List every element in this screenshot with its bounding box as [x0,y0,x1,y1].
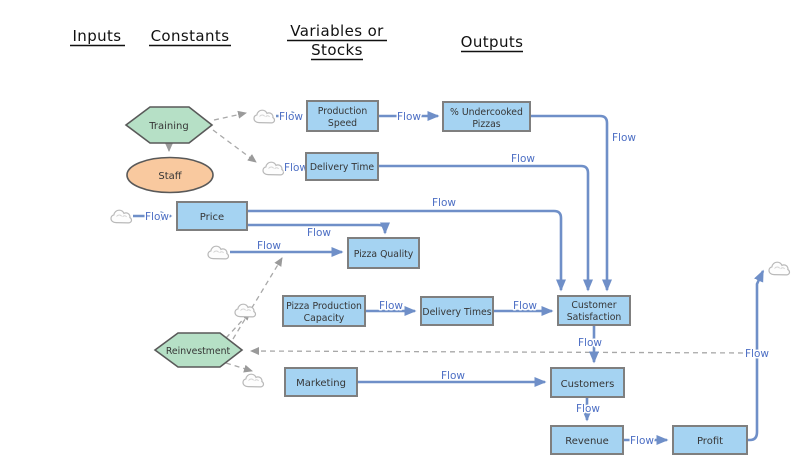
flow-price-to-customer-satisfaction [247,209,566,292]
flow-label: Flow [511,153,535,165]
flow-delivery-time-to-customer-satisfaction [378,164,593,292]
marketing-box[interactable] [284,367,358,397]
training-hexagon[interactable] [124,106,214,144]
pizza-quality-label: Pizza Quality [354,249,414,260]
flow-label: Flow [745,348,769,360]
customer-satisfaction-label-line1: Customer [571,300,616,311]
flow-label: Flow [397,111,421,123]
undercooked-pizzas-label-line2: Pizzas [472,119,500,130]
dashed-training-to-production-speed-flow [213,110,247,121]
flow-lines [133,111,765,445]
dashed-training-to-delivery-time-flow [212,129,257,163]
price-box[interactable] [176,201,248,231]
cloud-icon-delivery-time[interactable] [262,161,285,176]
flow-label: Flow [307,227,331,239]
profit-box[interactable] [672,425,748,455]
cloud-icon-pizza-quality[interactable] [207,245,230,260]
reinvestment-label: Reinvestment [166,346,231,357]
cloud-icon-marketing[interactable] [242,373,265,388]
column-headers: Inputs Constants Variables or Stocks Out… [70,22,524,61]
flow-label: Flow [145,211,169,223]
header-variables-line2: Stocks [311,41,363,59]
cloud-icon-production-speed[interactable] [253,109,276,124]
customers-label: Customers [561,379,615,390]
header-inputs: Inputs [72,27,121,45]
flow-label: Flow [612,132,636,144]
flow-label: Flow [578,337,602,349]
undercooked-pizzas-label-line1: % Undercooked [450,107,523,118]
customer-satisfaction-label-line2: Satisfaction [567,312,622,323]
delivery-time-label: Delivery Time [310,162,375,173]
pizza-production-capacity-label-line1: Pizza Production [286,301,362,312]
flow-label: Flow [279,111,303,123]
flow-label: Flow [441,370,465,382]
customers-box[interactable] [550,367,625,398]
flow-label: Flow [513,300,537,312]
header-constants: Constants [151,27,230,45]
pizza-production-capacity-box[interactable] [282,295,366,327]
staff-ellipse[interactable] [126,156,214,194]
delivery-time-box[interactable] [305,152,379,181]
profit-label: Profit [697,436,723,447]
dashed-reinvestment-to-pizza-quality-flow [232,257,283,340]
undercooked-pizzas-box[interactable] [442,101,531,132]
flow-label: Flow [432,197,456,209]
revenue-label: Revenue [565,436,609,447]
header-outputs: Outputs [461,33,524,51]
flow-label: Flow [284,162,308,174]
delivery-times-label: Delivery Times [422,307,491,318]
dashed-reinvestment-to-marketing-flow [225,362,253,373]
delivery-times-box[interactable] [420,296,494,326]
cloud-icon-profit-sink[interactable] [768,261,791,276]
pizza-quality-box[interactable] [347,237,420,269]
customer-satisfaction-box[interactable] [557,295,631,326]
price-label: Price [200,212,224,223]
reinvestment-hexagon[interactable] [153,332,244,368]
flow-undercooked-to-customer-satisfaction [530,114,612,292]
stock-boxes: Production Speed % Undercooked Pizzas De… [176,100,748,455]
production-speed-label-line1: Production [318,106,368,117]
header-variables-line1: Variables or [290,22,384,40]
dashed-profit-to-reinvestment [250,347,753,356]
revenue-box[interactable] [550,425,624,455]
input-shapes: Training Staff Reinvestment [124,106,244,368]
flow-profit-to-cloud [747,269,765,442]
flow-price-to-pizza-quality [247,222,390,235]
production-speed-label-line2: Speed [328,118,357,129]
flow-labels: Flow Flow Flow Flow Flow Flow Flow Flow … [144,110,771,449]
flow-label: Flow [257,240,281,252]
marketing-label: Marketing [296,378,346,389]
flow-label: Flow [630,435,654,447]
pizza-production-capacity-label-line2: Capacity [304,313,345,324]
staff-label: Staff [158,171,182,182]
cloud-icon-price[interactable] [110,209,133,224]
flow-label: Flow [576,403,600,415]
production-speed-box[interactable] [306,100,379,132]
training-label: Training [148,121,188,132]
flow-label: Flow [379,300,403,312]
